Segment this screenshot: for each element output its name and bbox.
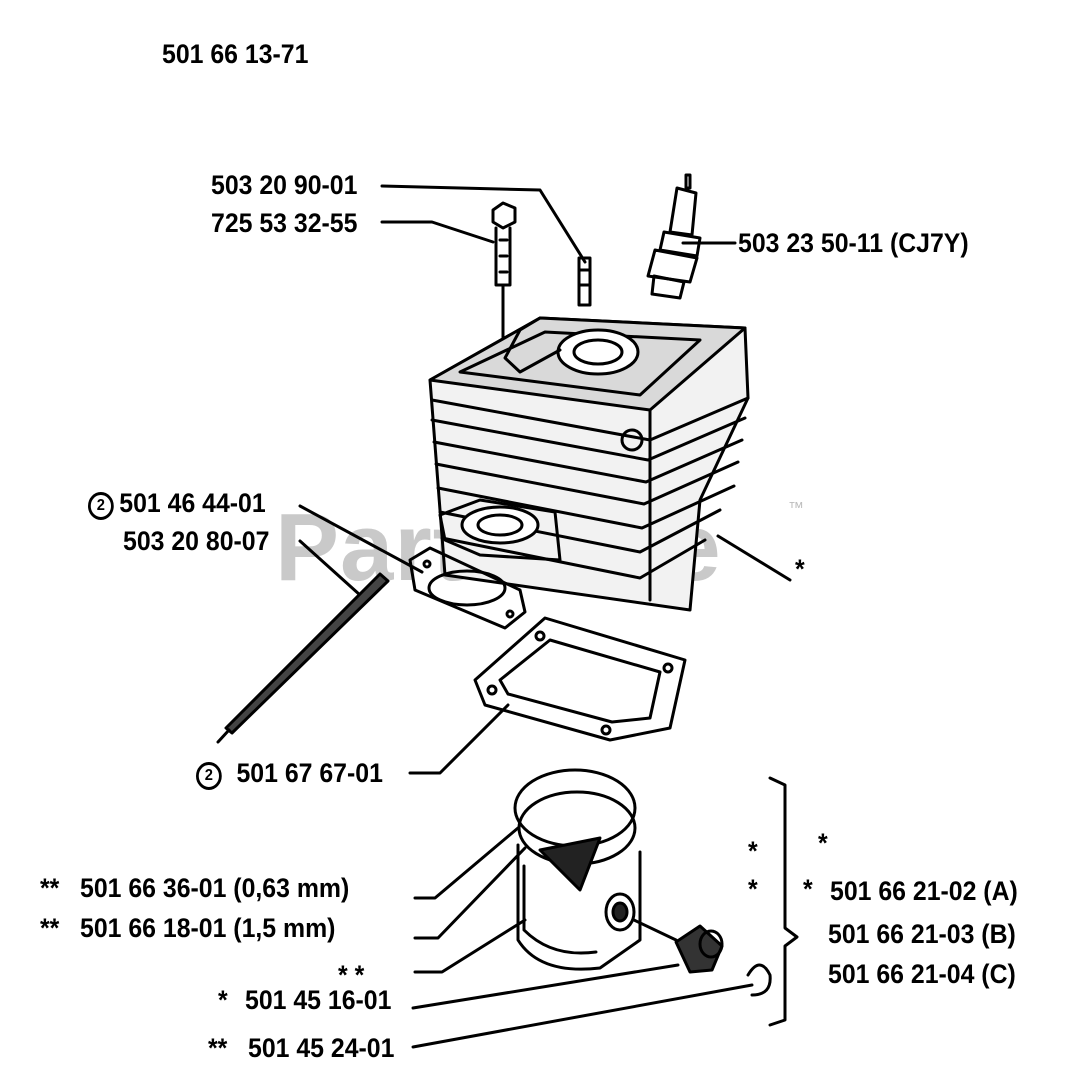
leader-bolt-b	[380, 220, 495, 244]
note-2-icon: 2	[88, 492, 114, 520]
leader-cylinder-star	[716, 534, 792, 582]
piston-pin-part	[674, 924, 724, 974]
leader-rod	[298, 539, 362, 597]
label-spark-plug: 503 23 50-11 (CJ7Y)	[738, 228, 969, 258]
label-base-gasket: 2 501 67 67-01	[196, 760, 383, 790]
cylinder-part	[428, 316, 750, 612]
label-circlip: 501 45 24-01	[248, 1033, 395, 1063]
label-cylinder-star: *	[795, 554, 805, 584]
label-kit-a: 501 66 21-02 (A)	[830, 876, 1018, 906]
label-kit-c: 501 66 21-04 (C)	[828, 959, 1016, 989]
circlip-part	[746, 963, 772, 997]
label-piston-stars: * *	[338, 960, 365, 990]
leader-bolt-a	[380, 184, 587, 264]
kit-star-4: *	[803, 874, 813, 904]
base-gasket-part	[473, 616, 687, 742]
label-ring-thick: 501 66 18-01 (1,5 mm)	[80, 913, 336, 943]
label-bolt-a: 503 20 90-01	[211, 170, 358, 200]
kit-star-2: *	[748, 836, 758, 866]
leader-piston	[413, 918, 527, 974]
exhaust-gasket-part	[408, 546, 527, 630]
piston-assembly-part	[513, 768, 678, 971]
label-base-gasket-number: 501 67 67-01	[236, 758, 383, 788]
label-rod: 503 20 80-07	[123, 526, 270, 556]
label-ring-thin: 501 66 36-01 (0,63 mm)	[80, 873, 350, 903]
kit-star-1: *	[818, 828, 828, 858]
watermark-trademark: ™	[788, 500, 804, 517]
bolt-part	[491, 201, 517, 352]
kit-bracket	[768, 776, 799, 1027]
leader-base-gasket	[408, 703, 510, 775]
label-kit-b: 501 66 21-03 (B)	[828, 919, 1016, 949]
leader-ring-thin	[413, 826, 520, 900]
leader-ring-thick	[413, 846, 527, 940]
leader-gasket-a	[298, 504, 424, 574]
assembly-number: 501 66 13-71	[162, 39, 309, 69]
kit-star-3: *	[748, 874, 758, 904]
leader-piston-pin	[411, 963, 680, 1010]
stud-part	[577, 256, 592, 307]
rod-part	[216, 572, 390, 744]
label-gasket-a-number: 501 46 44-01	[119, 488, 266, 518]
leader-circlip	[411, 983, 754, 1049]
note-2-icon: 2	[196, 762, 222, 790]
label-piston-pin: 501 45 16-01	[245, 985, 392, 1015]
label-piston-pin-mark: *	[218, 985, 228, 1015]
spark-plug-part	[646, 173, 702, 300]
label-circlip-mark: **	[208, 1033, 228, 1063]
label-ring-thin-mark: **	[40, 873, 60, 903]
label-bolt-b: 725 53 32-55	[211, 208, 358, 238]
label-ring-thick-mark: **	[40, 913, 60, 943]
